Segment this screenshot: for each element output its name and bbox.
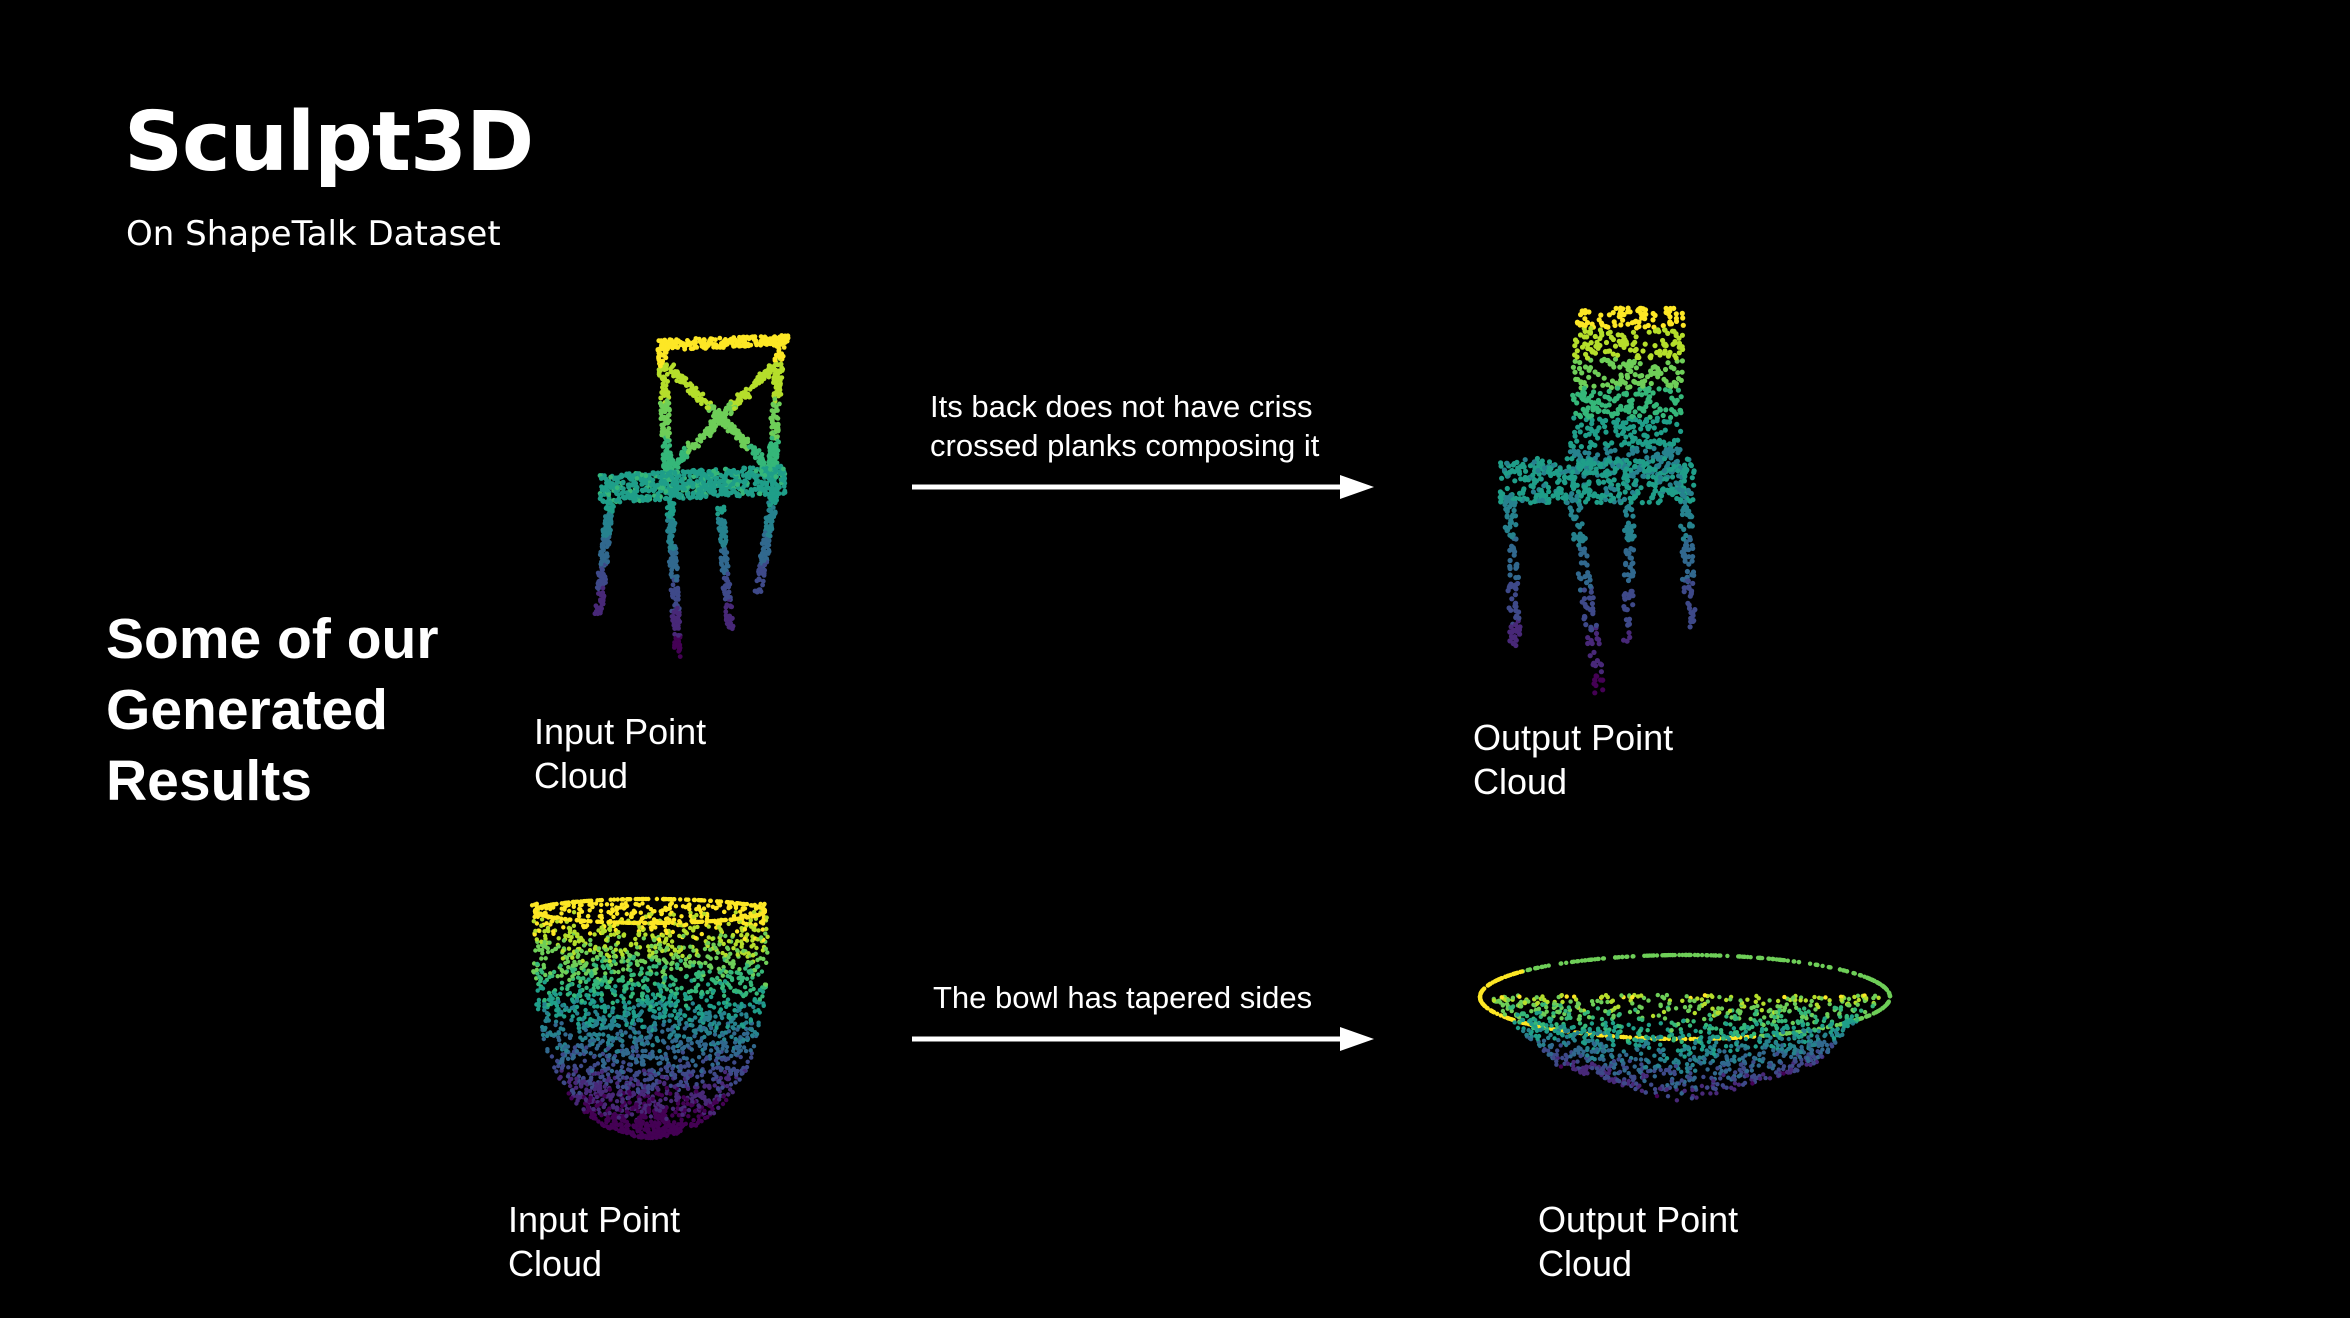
caption-row-1: Its back does not have criss crossed pla…: [930, 389, 1320, 463]
input-bowl-point-cloud: [529, 896, 770, 1141]
input-label-row-1: Input Point Cloud: [534, 711, 707, 796]
output-label-row-2: Output Point Cloud: [1538, 1199, 1739, 1284]
slide-title: Sculpt3D: [124, 95, 534, 190]
output-bowl-point-cloud: [1477, 952, 1893, 1103]
output-label-row-1: Output Point Cloud: [1473, 717, 1674, 802]
arrow-row-2: [912, 1027, 1374, 1051]
slide-subtitle: On ShapeTalk Dataset: [126, 214, 501, 254]
side-heading: Some of our Generated Results: [106, 607, 439, 813]
input-label-row-2: Input Point Cloud: [508, 1199, 681, 1284]
arrow-row-1: [912, 475, 1374, 499]
caption-row-2: The bowl has tapered sides: [933, 980, 1313, 1015]
output-chair-point-cloud: [1497, 305, 1698, 696]
input-chair-point-cloud: [592, 333, 791, 659]
